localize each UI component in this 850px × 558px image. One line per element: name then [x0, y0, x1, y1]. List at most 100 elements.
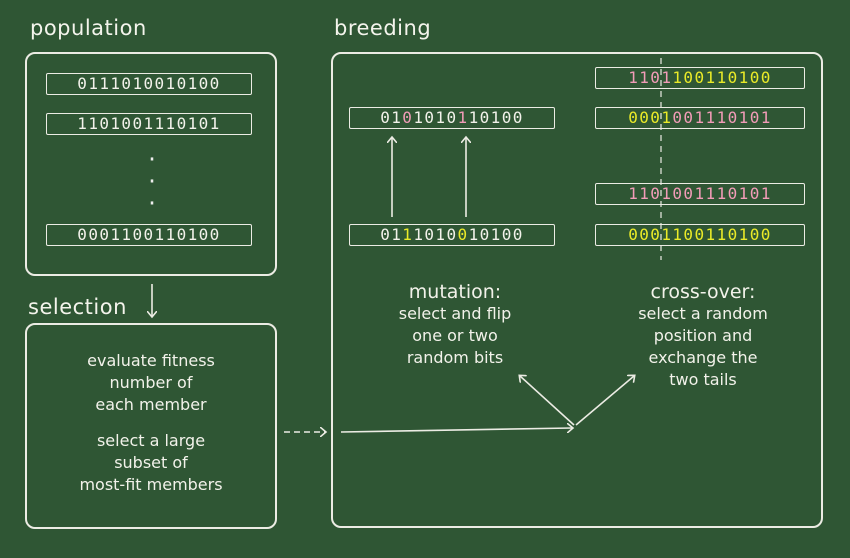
bit: 1	[413, 108, 425, 127]
population-row: 1101001110101	[46, 113, 252, 135]
to-crossover-arrow	[575, 376, 634, 426]
bit: 1	[705, 68, 717, 87]
bit: 1	[738, 68, 750, 87]
bit: 1	[661, 108, 673, 127]
bit: 0	[672, 108, 684, 127]
bit: 0	[727, 68, 739, 87]
bit: 0	[402, 108, 414, 127]
bit: 0	[457, 225, 469, 244]
bit: 1	[716, 108, 728, 127]
bit: 1	[435, 108, 447, 127]
bit: 0	[672, 184, 684, 203]
bit: 1	[468, 225, 480, 244]
bit: 1	[457, 108, 469, 127]
bit: 1	[468, 108, 480, 127]
bit: 0	[749, 225, 761, 244]
bit: 0	[683, 108, 695, 127]
bit: 1	[391, 225, 403, 244]
selection-box	[25, 323, 277, 529]
bit: 0	[749, 108, 761, 127]
bit: 0	[727, 225, 739, 244]
bit: 1	[435, 225, 447, 244]
bit: 1	[672, 225, 684, 244]
bit: 0	[479, 108, 491, 127]
bit: 0	[479, 225, 491, 244]
bit: 1	[672, 68, 684, 87]
bit: 0	[760, 68, 772, 87]
bit: 1	[490, 108, 502, 127]
bit: 0	[380, 108, 392, 127]
bit: 0	[650, 108, 662, 127]
bit: 0	[501, 225, 513, 244]
bit: 0	[628, 225, 640, 244]
crossover-description: cross-over: select a random position and…	[638, 281, 768, 389]
bit: 1	[716, 225, 728, 244]
bit: 1	[628, 184, 640, 203]
breeding-title: breeding	[334, 16, 432, 40]
mutation-result-string: 0101010110100	[349, 107, 555, 129]
population-title: population	[30, 16, 147, 40]
population-row: 0001100110100	[46, 224, 252, 246]
bit: 1	[639, 68, 651, 87]
bit: 1	[760, 108, 772, 127]
to-mutation-arrow	[520, 376, 575, 426]
bit: 0	[749, 68, 761, 87]
breeding-flow-arrow	[340, 428, 572, 432]
bit: 0	[639, 108, 651, 127]
bit: 0	[683, 184, 695, 203]
bit: 1	[413, 225, 425, 244]
bit: 1	[391, 108, 403, 127]
bit: 0	[650, 184, 662, 203]
bit: 0	[727, 184, 739, 203]
bit: 0	[639, 225, 651, 244]
bit: 1	[694, 108, 706, 127]
bit: 1	[760, 184, 772, 203]
bit: 1	[705, 108, 717, 127]
bit: 0	[512, 225, 524, 244]
crossover-parent-1: 1101001110101	[595, 183, 805, 205]
bit: 1	[490, 225, 502, 244]
bit: 1	[716, 184, 728, 203]
bit: 1	[402, 225, 414, 244]
bit: 1	[738, 184, 750, 203]
crossover-child-1: 1101100110100	[595, 67, 805, 89]
bit: 1	[716, 68, 728, 87]
bit: 1	[639, 184, 651, 203]
population-row: 0111010010100	[46, 73, 252, 95]
bit: 0	[683, 225, 695, 244]
mutation-description: mutation: select and flip one or two ran…	[398, 281, 512, 367]
population-box	[25, 52, 277, 276]
bit: 1	[738, 225, 750, 244]
bit: 1	[661, 184, 673, 203]
bit: 0	[760, 225, 772, 244]
bit: 0	[749, 184, 761, 203]
selection-text: evaluate fitness number of each member s…	[79, 351, 223, 494]
bit: 0	[727, 108, 739, 127]
bit: 1	[661, 225, 673, 244]
mutation-input-string: 0111010010100	[349, 224, 555, 246]
bit: 1	[628, 68, 640, 87]
bit: 1	[694, 184, 706, 203]
bit: 1	[705, 184, 717, 203]
bit: 1	[705, 225, 717, 244]
selection-title: selection	[28, 295, 127, 319]
bit: 0	[650, 68, 662, 87]
bit: 1	[661, 68, 673, 87]
bit: 0	[650, 225, 662, 244]
bit: 0	[694, 225, 706, 244]
breeding-box	[331, 52, 823, 528]
crossover-parent-2: 0001100110100	[595, 224, 805, 246]
bit: 0	[512, 108, 524, 127]
bit: 0	[380, 225, 392, 244]
bit: 0	[694, 68, 706, 87]
crossover-child-2: 0001001110101	[595, 107, 805, 129]
bit: 0	[446, 108, 458, 127]
bit: 0	[424, 225, 436, 244]
bit: 1	[738, 108, 750, 127]
bit: 0	[424, 108, 436, 127]
bit: 0	[683, 68, 695, 87]
bit: 0	[628, 108, 640, 127]
bit: 0	[446, 225, 458, 244]
bit: 0	[501, 108, 513, 127]
